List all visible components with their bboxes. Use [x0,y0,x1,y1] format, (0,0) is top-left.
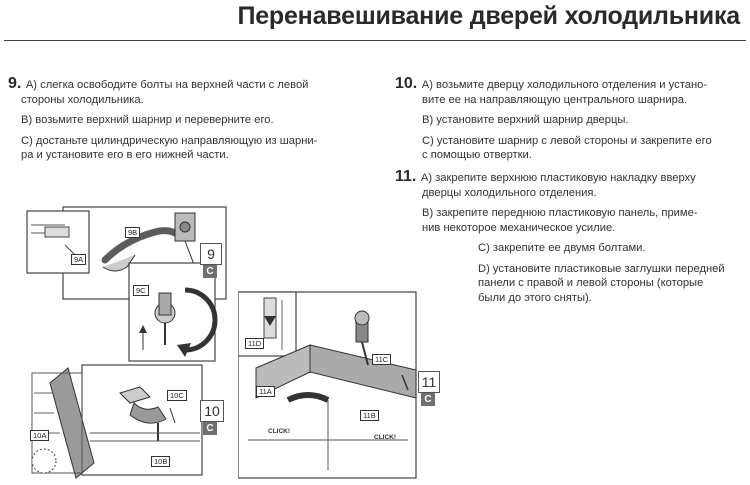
step-11-b: B) закрепите переднюю пластиковую панель… [395,206,745,235]
step-11-number: 11. [395,168,417,185]
label-9b: 9B [125,227,141,238]
label-10a: 10A [30,430,50,441]
step-10-b: B) установите верхний шарнир дверцы. [422,114,629,126]
step-10: 10. A) возьмите дверцу холодильного отде… [395,75,745,169]
title-divider [4,40,746,41]
label-10c: 10C [167,390,187,401]
step-9-a: 9. A) слегка освободите болты на верхней… [8,75,373,107]
figure-9: 9A 9B 9C [25,205,250,365]
step-11-b-line2: нив некоторое механическое усилие. [422,221,616,234]
figure-11-tag: C [421,393,435,406]
step-11-b-line1: B) закрепите переднюю пластиковую панель… [422,207,698,219]
page-title: Перенавешивание дверей холодильника [237,2,740,30]
step-9-number: 9. [8,75,22,92]
step-9-a-line2: стороны холодильника. [21,93,144,106]
step-9-c-line2: ра и установите его в его нижней части. [21,149,229,161]
figure-11: 11A 11B 11C 11D CLICK! CLICK! [237,290,418,480]
step-9-b: B) возьмите верхний шарнир и переверните… [21,114,274,126]
step-10-a: 10. A) возьмите дверцу холодильного отде… [395,75,745,107]
figure-9-drawing [26,206,227,362]
step-9-a-line1: A) слегка освободите болты на верхней ча… [25,79,309,91]
step-9-c-line1: C) достаньте цилиндрическую направляющую… [21,134,318,147]
step-9-c: C) достаньте цилиндрическую направляющую… [8,134,373,163]
label-9c: 9C [133,285,149,296]
step-10-c-line1: C) установите шарнир с левой стороны и з… [422,134,712,147]
step-11-d-line1: D) установите пластиковые заглушки перед… [478,262,725,275]
step-11-a: 11. A) закрепите верхнюю пластиковую нак… [395,168,745,200]
step-11-d-line2: панели с правой и левой стороны (которые [478,277,704,289]
figure-11-number: 11 [418,371,440,393]
step-10-number: 10. [395,75,418,92]
step-11-d: D) установите пластиковые заглушки перед… [395,262,745,306]
label-10b: 10B [151,456,171,467]
step-9: 9. A) слегка освободите болты на верхней… [8,75,373,169]
figure-10-drawing [31,364,203,479]
step-10-a-line2: вите ее на направляющую центрального шар… [422,93,688,106]
step-11-a-line2: дверцы холодильного отделения. [422,186,597,199]
label-11c: 11C [372,354,392,365]
label-11a: 11A [256,386,275,397]
step-11-c: C) закрепите ее двумя болтами. [478,242,646,254]
figure-10-number: 10 [200,400,224,422]
click-label-1: CLICK! [268,428,291,435]
figure-11-drawing [237,291,417,479]
step-11: 11. A) закрепите верхнюю пластиковую нак… [395,168,745,311]
step-10-c-line2: с помощью отвертки. [422,149,532,161]
label-11b: 11B [360,410,379,421]
label-9a: 9A [71,254,87,265]
step-11-a-line1: A) закрепите верхнюю пластиковую накладк… [420,172,696,184]
figure-9-tag: C [203,265,217,278]
step-11-d-line3: были до этого сняты). [478,291,592,304]
figure-10-tag: C [203,422,217,435]
figure-10: 10A 10B 10C [30,363,205,480]
step-10-c: C) установите шарнир с левой стороны и з… [395,134,745,163]
click-label-2: CLICK! [374,434,397,441]
step-10-a-line1: A) возьмите дверцу холодильного отделени… [421,79,708,91]
label-11d: 11D [245,338,265,349]
figure-9-number: 9 [200,243,222,265]
